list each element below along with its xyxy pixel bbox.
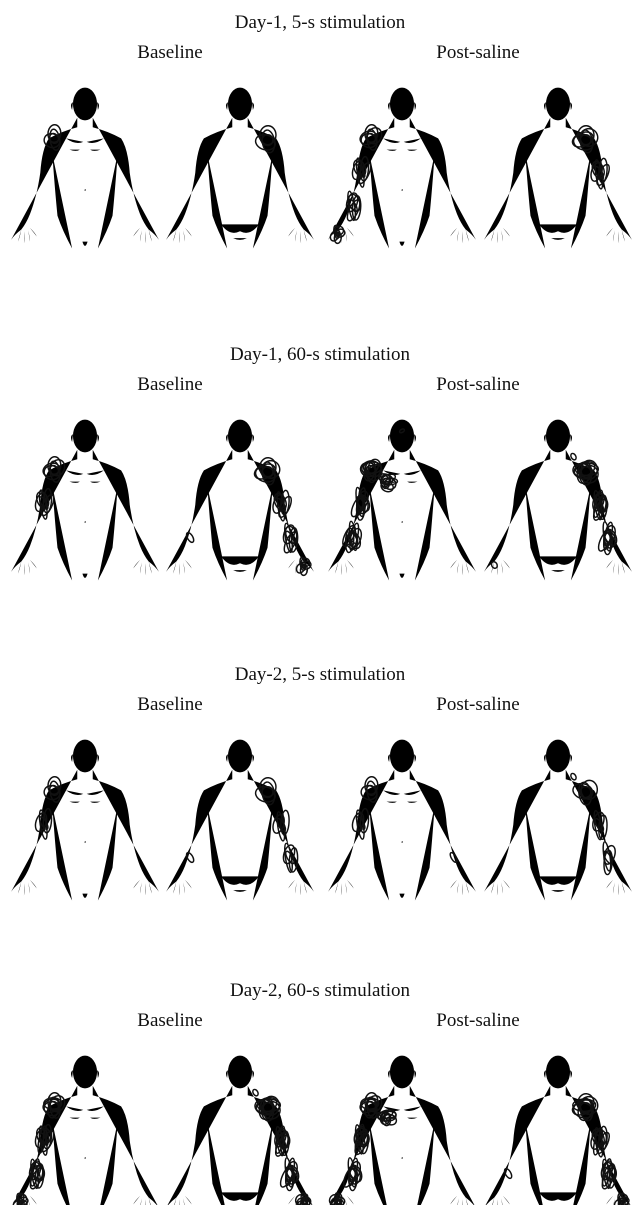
body-front-figure xyxy=(11,740,159,901)
body-front-figure xyxy=(11,420,159,581)
body-back-outline xyxy=(166,740,314,901)
body-front-outline xyxy=(11,420,159,581)
body-back-figure xyxy=(166,740,314,901)
body-back-figure xyxy=(166,420,314,581)
body-front-outline xyxy=(328,1056,476,1205)
body-back-outline xyxy=(166,88,314,249)
body-back-figure xyxy=(484,1056,632,1205)
condition-label: Baseline xyxy=(137,42,202,63)
condition-label: Post-saline xyxy=(436,694,519,715)
body-front-figure xyxy=(11,1056,159,1205)
front-pain-stroke xyxy=(449,852,458,864)
body-front-outline xyxy=(11,88,159,249)
body-front-outline xyxy=(328,740,476,901)
panel-2: Day-1, 60-s stimulationBaseline Post-sali… xyxy=(11,344,632,580)
body-front-outline xyxy=(11,740,159,901)
condition-label: Baseline xyxy=(137,694,202,715)
front-pain-markings xyxy=(328,1092,398,1205)
back-pain-stroke xyxy=(490,561,498,570)
body-front-outline xyxy=(328,88,476,249)
panel-title: Day-1, 5-s stimulation xyxy=(235,12,406,33)
body-back-outline xyxy=(166,1056,314,1205)
body-back-figure xyxy=(484,420,632,581)
body-front-figure xyxy=(328,88,476,249)
panel-3: Day-2, 5-s stimulationBaseline Post-salin… xyxy=(11,664,632,900)
body-front-outline xyxy=(328,420,476,581)
body-back-figure xyxy=(166,88,314,249)
body-back-outline xyxy=(484,420,632,581)
body-back-outline xyxy=(484,740,632,901)
body-back-figure xyxy=(166,1056,314,1205)
body-front-figure xyxy=(328,740,476,901)
body-front-figure xyxy=(328,420,476,581)
body-back-figure xyxy=(484,88,632,249)
body-front-figure xyxy=(328,1056,476,1205)
condition-label: Post-saline xyxy=(436,42,519,63)
back-pain-markings xyxy=(490,452,619,569)
condition-label: Baseline xyxy=(137,374,202,395)
body-front-figure xyxy=(11,88,159,249)
panel-title: Day-1, 60-s stimulation xyxy=(230,344,410,365)
condition-label: Baseline xyxy=(137,1010,202,1031)
back-pain-stroke xyxy=(283,843,294,873)
panel-title: Day-2, 60-s stimulation xyxy=(230,980,410,1001)
panel-title: Day-2, 5-s stimulation xyxy=(235,664,406,685)
panel-4: Day-2, 60-s stimulationBaseline Post-sali… xyxy=(11,980,632,1205)
condition-label: Post-saline xyxy=(436,1010,519,1031)
body-back-figure xyxy=(484,740,632,901)
condition-label: Post-saline xyxy=(436,374,519,395)
